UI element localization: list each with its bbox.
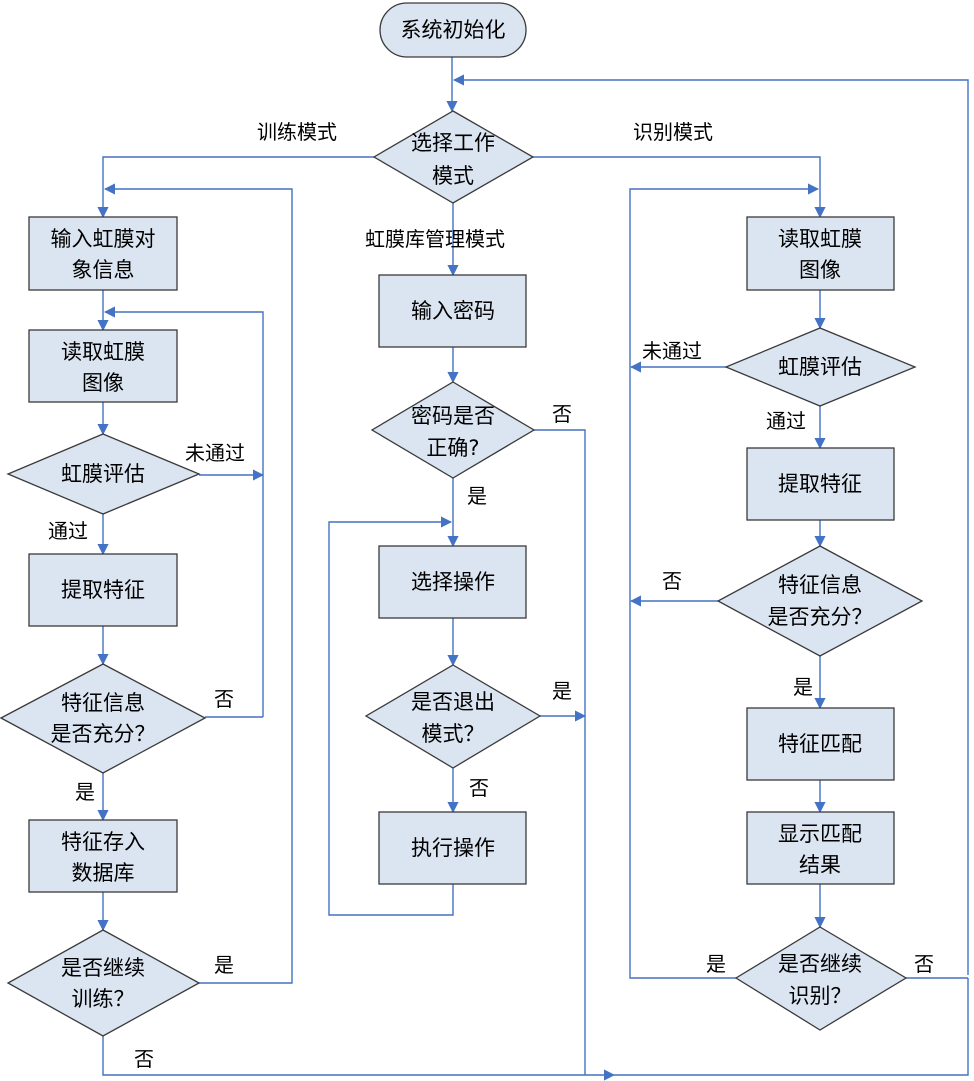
t-read-image-line-2: 图像 [82,371,124,395]
m-exec-node: 执行操作 [378,811,527,885]
t-input-info-node: 输入虹膜对 象信息 [28,216,178,291]
start-label: 系统初始化 [401,18,506,42]
m-pw-correct-line-2: 正确? [426,436,479,460]
r-sufficient-line-2: 是否充分？ [768,605,873,629]
t-assess-decision: 虹膜评估 [6,433,201,515]
edge-t-loop-to-read [103,306,264,717]
edge-t-cont-yes [103,183,293,984]
r-assess-decision: 虹膜评估 [724,327,917,407]
m-exit-line-2: 模式？ [422,722,485,746]
edge-labels: 训练模式 识别模式 虹膜库管理模式 未通过 通过 否 是 是 否 否 是 是 否… [48,120,934,1071]
label-recog-mode: 识别模式 [633,120,713,144]
label-lib-mode: 虹膜库管理模式 [365,227,505,251]
m-select-op-node: 选择操作 [378,545,527,619]
edge-t-cont-no [102,1036,616,1081]
t-continue-decision: 是否继续 训练？ [6,929,201,1037]
label-m-exit-no: 否 [469,776,489,800]
label-train-mode: 训练模式 [257,120,337,144]
edge-m-pw-no [534,429,586,1075]
r-assess-label: 虹膜评估 [778,355,862,379]
edge-select-to-training [97,156,374,219]
r-read-image-node: 读取虹膜 图像 [746,216,895,291]
t-store-line-2: 数据库 [72,861,135,885]
edge-m-exec-loop [328,516,454,916]
r-continue-line-1: 是否继续 [778,952,862,976]
t-input-info-line-2: 象信息 [72,258,135,282]
edge-loop-to-top [452,74,969,975]
label-r-yes: 是 [793,675,813,699]
t-store-line-1: 特征存入 [61,830,145,854]
r-continue-line-2: 识别？ [789,984,852,1008]
label-m-exit-yes: 是 [552,679,572,703]
m-pw-correct-decision: 密码是否 正确? [370,381,536,479]
edge-select-to-recognition [533,156,826,219]
label-t-yes: 是 [75,780,95,804]
select-mode-line-1: 选择工作 [411,131,495,155]
m-password-label: 输入密码 [411,299,495,323]
r-read-image-line-2: 图像 [799,258,841,282]
r-sufficient-decision: 特征信息 是否充分？ [716,545,924,657]
r-show-node: 显示匹配 结果 [746,811,895,885]
label-t-pass: 通过 [48,519,88,543]
label-t-cont-no: 否 [134,1047,154,1071]
select-mode-decision: 选择工作 模式 [372,110,535,204]
label-t-cont-yes: 是 [214,953,234,977]
r-extract-node: 提取特征 [746,447,895,521]
t-read-image-node: 读取虹膜 图像 [28,329,178,403]
r-extract-label: 提取特征 [778,472,862,496]
r-match-node: 特征匹配 [746,707,895,781]
label-t-fail: 未通过 [185,441,245,465]
r-show-line-1: 显示匹配 [778,822,862,846]
r-match-label: 特征匹配 [778,732,862,756]
m-pw-correct-line-1: 密码是否 [411,404,495,428]
select-mode-line-2: 模式 [432,164,474,188]
edges [97,57,969,1081]
edge-r-cont-yes [629,183,820,979]
label-t-no: 否 [214,687,234,711]
start-node: 系统初始化 [379,2,527,58]
label-r-pass: 通过 [766,409,806,433]
label-r-no: 否 [662,569,682,593]
t-continue-line-2: 训练？ [72,987,135,1011]
label-m-pw-yes: 是 [467,484,487,508]
r-continue-decision: 是否继续 识别？ [734,926,908,1031]
m-select-op-label: 选择操作 [411,570,495,594]
t-extract-label: 提取特征 [61,578,145,602]
t-store-node: 特征存入 数据库 [28,819,178,893]
edge-bottom-to-right [614,978,969,1076]
t-continue-line-1: 是否继续 [61,956,145,980]
label-r-fail: 未通过 [642,339,702,363]
r-sufficient-line-1: 特征信息 [778,573,862,597]
m-password-node: 输入密码 [378,274,527,348]
t-extract-node: 提取特征 [28,553,178,627]
t-sufficient-decision: 特征信息 是否充分？ [0,663,207,774]
t-assess-label: 虹膜评估 [61,462,145,486]
m-exit-decision: 是否退出 模式？ [364,664,542,769]
m-exec-label: 执行操作 [411,836,495,860]
t-input-info-line-1: 输入虹膜对 [51,227,156,251]
t-read-image-line-1: 读取虹膜 [61,340,145,364]
m-exit-line-1: 是否退出 [411,690,495,714]
r-read-image-line-1: 读取虹膜 [778,227,862,251]
t-sufficient-line-2: 是否充分？ [51,722,156,746]
label-m-pw-no: 否 [552,402,572,426]
label-r-cont-yes: 是 [706,952,726,976]
t-sufficient-line-1: 特征信息 [61,691,145,715]
label-r-cont-no: 否 [914,952,934,976]
r-show-line-2: 结果 [799,853,841,877]
